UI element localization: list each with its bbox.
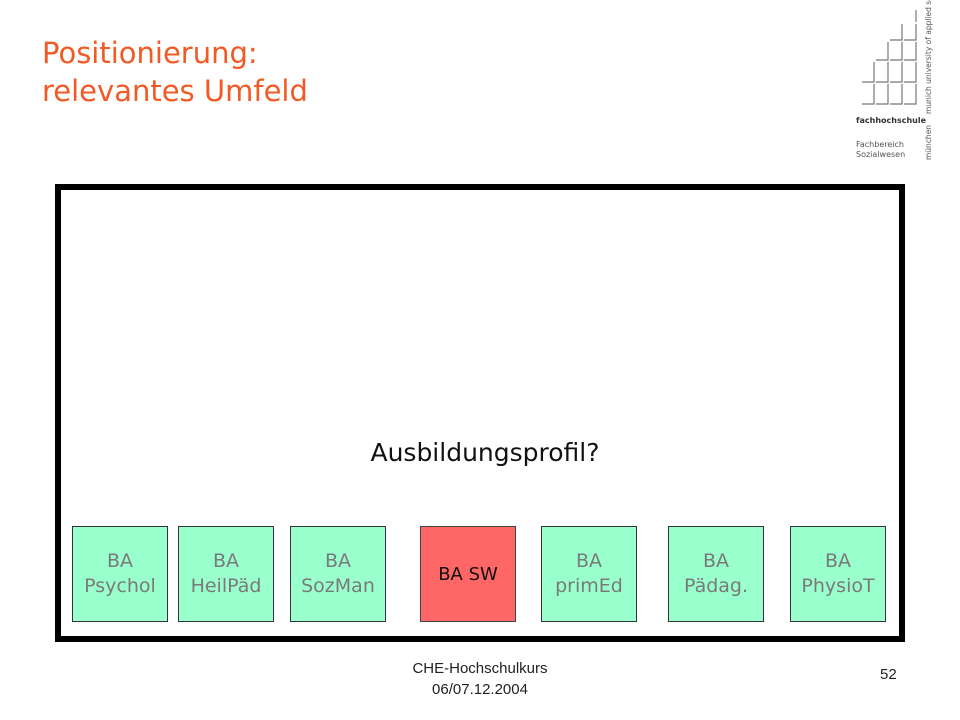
box-ba-sozman: BA SozMan <box>290 526 386 622</box>
box-label-line2: Pädag. <box>683 575 749 597</box>
box-label-line2: primEd <box>555 575 623 597</box>
logo-vertical-text: munich university of applied sciences mü… <box>924 0 934 164</box>
box-label-line1: BA <box>702 550 730 572</box>
slide-title-line1: Positionierung: <box>42 36 258 70</box>
box-label-line1: BA <box>575 550 603 572</box>
slide-title: Positionierung: relevantes Umfeld <box>42 34 308 110</box>
footer: CHE-Hochschulkurs 06/07.12.2004 <box>380 658 580 700</box>
box-label-line1: BA <box>212 550 240 572</box>
footer-line1: CHE-Hochschulkurs <box>412 660 548 677</box>
box-ba-paedag: BA Pädag. <box>668 526 764 622</box>
question-text: Ausbildungsprofil? <box>370 438 600 467</box>
logo-vertical-city: münchen <box>924 124 933 160</box>
box-ba-primed: BA primEd <box>541 526 637 622</box>
box-ba-psychol: BA Psychol <box>72 526 168 622</box>
box-ba-heilpaed: BA HeilPäd <box>178 526 274 622</box>
university-logo: fachhochschule Fachbereich Sozialwesen m… <box>848 0 960 170</box>
box-ba-sw: BA SW <box>420 526 516 622</box>
box-label-line1: BA <box>824 550 852 572</box>
logo-name: fachhochschule <box>856 116 927 125</box>
logo-department-line2: Sozialwesen <box>856 150 906 159</box>
page-number: 52 <box>880 666 897 683</box>
box-label-line1: BA <box>106 550 134 572</box>
logo-department-line1: Fachbereich <box>856 140 904 149</box>
slide-title-line2: relevantes Umfeld <box>42 74 308 108</box>
logo-vertical-university: munich university of applied sciences <box>924 0 933 114</box>
box-label-line1: BA <box>324 550 352 572</box>
box-ba-physiot: BA PhysioT <box>790 526 886 622</box>
logo-mark-icon <box>862 10 917 105</box>
box-label-line2: HeilPäd <box>190 575 262 597</box>
footer-line2: 06/07.12.2004 <box>432 681 528 698</box>
box-label-line2: SozMan <box>301 575 375 597</box>
box-label-line2: PhysioT <box>801 575 875 597</box>
box-label-line1: BA SW <box>438 563 498 585</box>
box-label-line2: Psychol <box>84 575 156 597</box>
